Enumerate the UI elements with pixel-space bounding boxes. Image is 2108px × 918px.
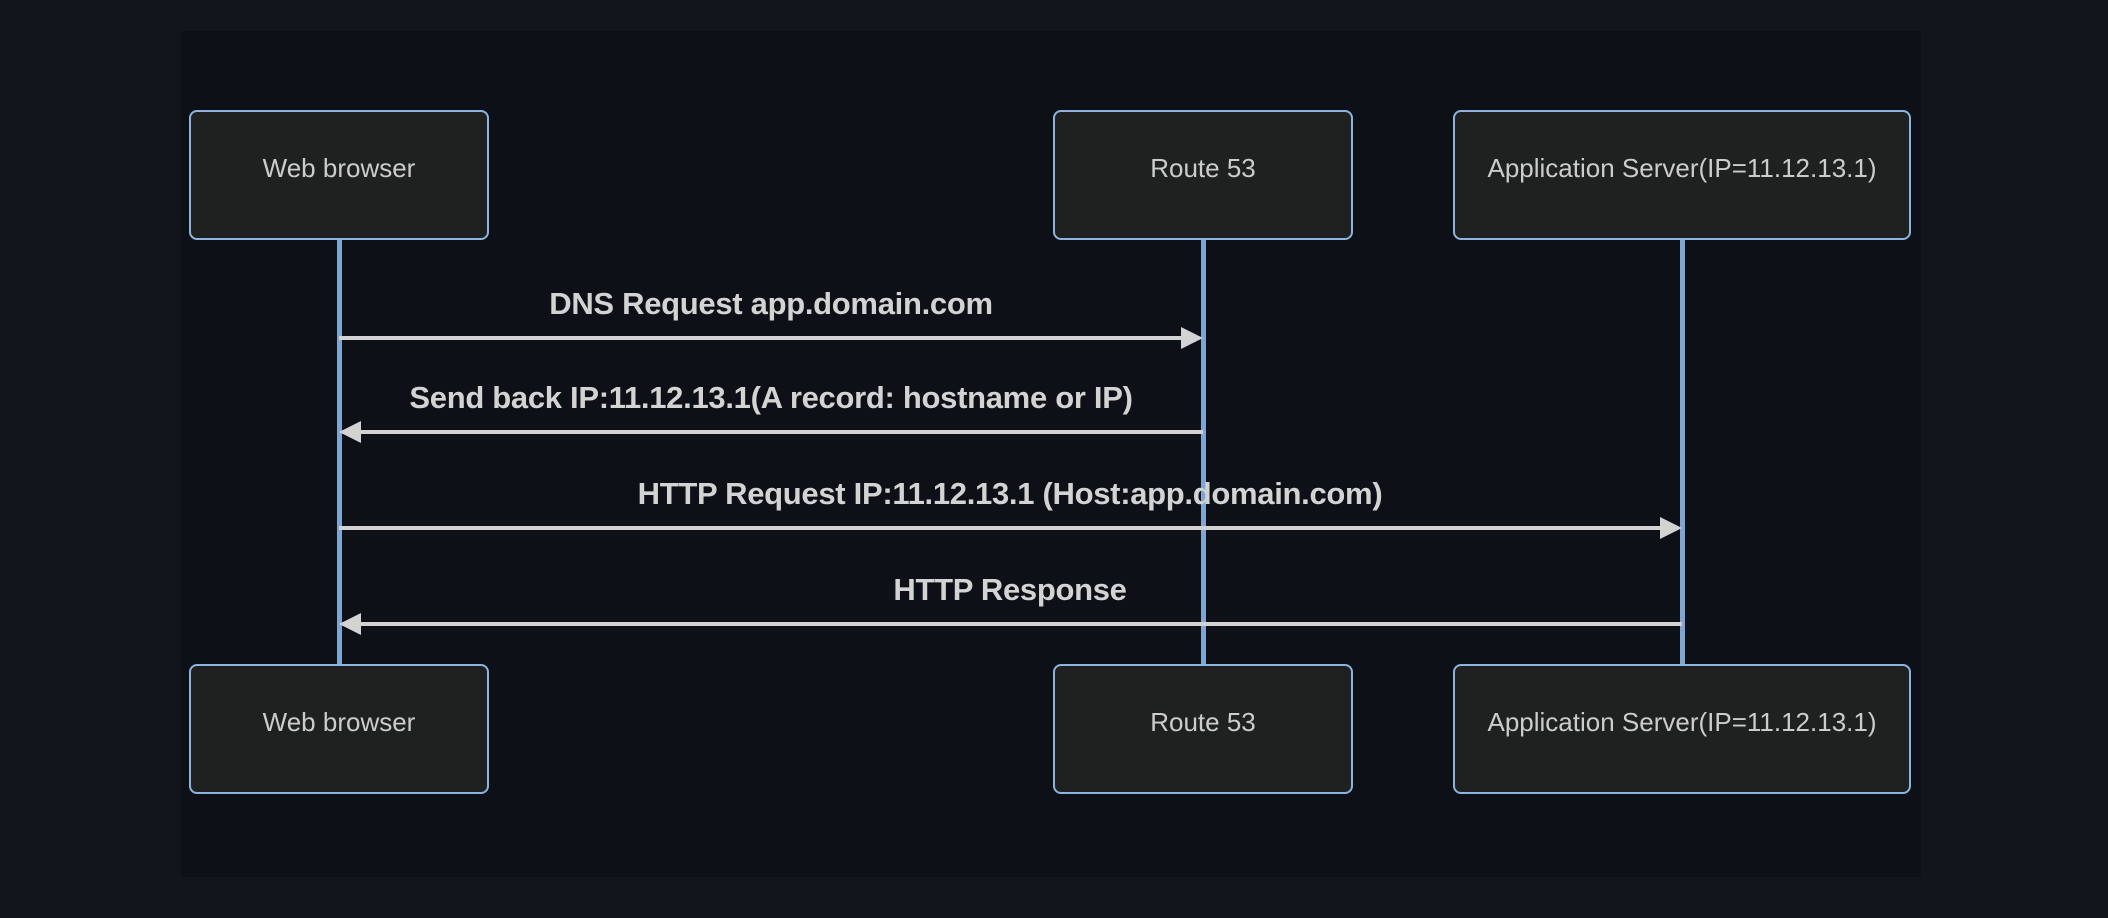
- actor-label: Web browser: [262, 152, 416, 183]
- message-line: [339, 526, 1662, 530]
- actor-top-app-server: Application Server(IP=11.12.13.1): [1453, 110, 1911, 240]
- message-line: [359, 622, 1682, 626]
- lifeline-app-server: [1680, 240, 1685, 664]
- actor-label: Route 53: [1150, 706, 1256, 737]
- actor-bottom-web-browser: Web browser: [189, 664, 489, 794]
- actor-top-route-53: Route 53: [1053, 110, 1353, 240]
- message-line: [339, 336, 1183, 340]
- message-label-http-request: HTTP Request IP:11.12.13.1 (Host:app.dom…: [637, 476, 1383, 511]
- message-label-http-response: HTTP Response: [893, 572, 1127, 607]
- actor-label: Web browser: [262, 706, 416, 737]
- actor-label: Route 53: [1150, 152, 1256, 183]
- arrowhead-left-icon: [339, 421, 361, 443]
- arrowhead-left-icon: [339, 613, 361, 635]
- message-label-dns-request: DNS Request app.domain.com: [549, 286, 993, 321]
- lifeline-route-53: [1201, 240, 1206, 664]
- actor-bottom-app-server: Application Server(IP=11.12.13.1): [1453, 664, 1911, 794]
- arrowhead-right-icon: [1660, 517, 1682, 539]
- actor-label: Application Server(IP=11.12.13.1): [1487, 152, 1877, 183]
- actor-label: Application Server(IP=11.12.13.1): [1487, 706, 1877, 737]
- message-label-send-back-ip: Send back IP:11.12.13.1(A record: hostna…: [409, 380, 1133, 415]
- lifeline-web-browser: [337, 240, 342, 664]
- actor-top-web-browser: Web browser: [189, 110, 489, 240]
- arrowhead-right-icon: [1181, 327, 1203, 349]
- message-line: [359, 430, 1203, 434]
- actor-bottom-route-53: Route 53: [1053, 664, 1353, 794]
